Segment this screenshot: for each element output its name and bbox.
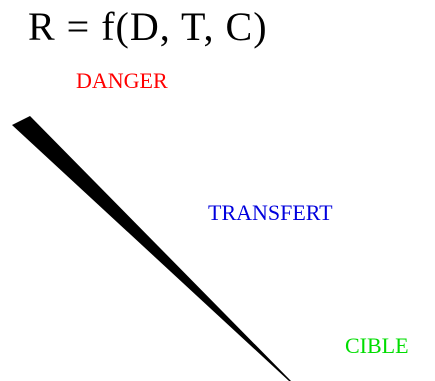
cible-label: CIBLE — [345, 333, 409, 358]
transfert-label: TRANSFERT — [208, 200, 333, 225]
wedge-shape — [12, 116, 291, 381]
risk-formula: R = f(D, T, C) — [28, 4, 268, 49]
danger-label: DANGER — [76, 68, 168, 93]
